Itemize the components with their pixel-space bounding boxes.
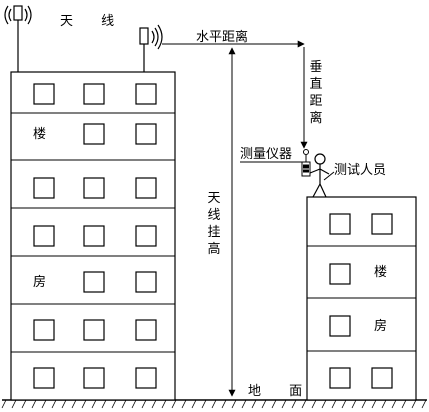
tall-building — [10, 71, 176, 401]
short-building-label-2: 房 — [374, 319, 388, 334]
antenna-label: 天 线 — [60, 14, 127, 29]
vertical-distance-label: 垂直距离 — [309, 60, 323, 126]
measuring-instrument-icon — [301, 149, 311, 177]
ground-hatching — [1, 399, 427, 409]
ground-line — [1, 399, 427, 409]
antenna-height-label: 天线挂高 — [207, 191, 221, 257]
short-building-label-1: 楼 — [374, 265, 388, 280]
tall-building-label-1: 楼 — [33, 127, 47, 142]
tester-label: 测试人员 — [334, 163, 387, 178]
tall-building-windows — [33, 83, 157, 389]
horizontal-distance-label: 水平距离 — [196, 30, 249, 45]
tester-person-icon — [309, 153, 330, 198]
tester-leader — [323, 171, 335, 181]
ground-label: 地 面 — [248, 384, 315, 399]
short-building — [306, 196, 417, 401]
antenna-left-icon — [4, 5, 32, 72]
antenna-right-icon — [139, 24, 163, 72]
short-building-windows — [329, 213, 393, 389]
tall-building-label-2: 房 — [33, 275, 47, 290]
measuring-instrument-label: 测量仪器 — [240, 147, 293, 162]
